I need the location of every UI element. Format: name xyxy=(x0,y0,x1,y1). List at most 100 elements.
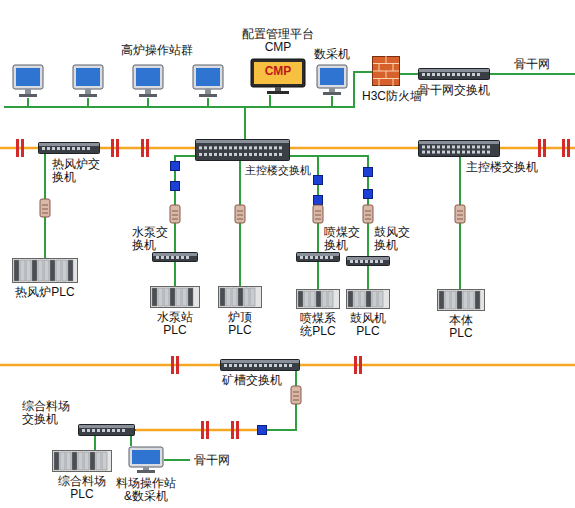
plc-module xyxy=(26,260,31,281)
network-link xyxy=(400,73,418,75)
plc-module xyxy=(372,291,377,307)
switch-port xyxy=(279,364,282,367)
monitor-screen xyxy=(76,68,100,86)
plc-module xyxy=(72,452,77,470)
device-label: 高炉操作站群 xyxy=(121,44,193,57)
device-icon xyxy=(296,289,340,309)
device-icon xyxy=(152,252,198,262)
fiber-connector xyxy=(562,139,565,157)
plc-module xyxy=(475,291,480,309)
plc-rack: 喷煤系统PLC xyxy=(296,289,340,309)
plc-module xyxy=(378,291,383,307)
device-icon xyxy=(218,286,262,308)
monitor-stand xyxy=(275,87,281,91)
switch-body xyxy=(79,425,135,436)
switch-port xyxy=(214,146,217,149)
switch-port xyxy=(482,145,485,148)
coil-winding xyxy=(237,211,243,219)
switch-port xyxy=(199,153,202,156)
plc-module xyxy=(354,291,359,307)
plc-chassis xyxy=(219,287,262,308)
switch-port xyxy=(477,151,480,154)
switch-top xyxy=(419,141,499,144)
switch-body xyxy=(196,140,290,161)
device-label: 喷煤交换机 xyxy=(324,226,362,252)
network-label: 骨干网 xyxy=(514,58,550,71)
switch-port xyxy=(380,260,383,263)
switch-port xyxy=(122,429,125,432)
switch-port xyxy=(467,73,470,76)
switch-port xyxy=(320,256,323,259)
switch-port xyxy=(239,146,242,149)
switch-port xyxy=(462,145,465,148)
switch-port xyxy=(92,429,95,432)
switch-port xyxy=(209,153,212,156)
device-icon xyxy=(8,64,234,98)
plc-module xyxy=(244,288,249,306)
network-switch: 骨干网交换机 xyxy=(418,68,490,80)
firewall-bricks xyxy=(373,56,399,86)
switch-top xyxy=(297,253,339,256)
switch-port xyxy=(229,364,232,367)
network-link xyxy=(245,96,332,139)
backbone-line xyxy=(164,459,190,461)
device-label: 喷煤系统PLC xyxy=(298,312,338,338)
switch-top xyxy=(419,69,489,72)
switch-port xyxy=(462,73,465,76)
switch-port xyxy=(264,146,267,149)
switch-port xyxy=(259,146,262,149)
device-icon xyxy=(150,286,200,308)
plc-module xyxy=(164,288,169,306)
core-switch: 主控楼交换机 xyxy=(195,139,290,161)
plc-rack: 炉顶PLC xyxy=(218,286,262,308)
monitor-frame xyxy=(317,65,347,88)
switch-port xyxy=(117,429,120,432)
monitor-frame xyxy=(193,65,223,89)
plc-module xyxy=(20,260,25,281)
switch-port xyxy=(234,146,237,149)
network-link xyxy=(317,262,319,289)
device-icon xyxy=(12,258,78,283)
switch-port xyxy=(477,145,480,148)
switch-body xyxy=(419,141,500,157)
fiber-connector xyxy=(567,139,570,157)
coil-winding xyxy=(315,211,321,219)
plc-module xyxy=(232,288,237,306)
coil-winding xyxy=(172,211,178,219)
coil-winding xyxy=(365,211,371,219)
plc-module xyxy=(328,291,333,307)
fiber-connector xyxy=(359,356,362,374)
plc-module xyxy=(310,291,315,307)
plc-module xyxy=(366,291,371,307)
plc-chassis xyxy=(53,451,112,472)
fiber-connector xyxy=(21,139,24,157)
switch-port xyxy=(284,364,287,367)
plc-module xyxy=(62,260,67,281)
network-link xyxy=(245,95,270,139)
switch-port xyxy=(274,364,277,367)
switch-body xyxy=(419,69,490,80)
switch-port xyxy=(437,151,440,154)
switch-port xyxy=(72,147,75,150)
switch-port xyxy=(472,73,475,76)
device-icon xyxy=(437,289,485,311)
monitor-base xyxy=(323,92,341,95)
plc-module xyxy=(250,288,255,306)
monitor-stand xyxy=(143,467,149,470)
monitor-screen xyxy=(320,68,344,85)
switch-port xyxy=(219,153,222,156)
switch-port xyxy=(432,73,435,76)
plc-rack: 热风炉PLC xyxy=(12,258,78,283)
switch-port xyxy=(82,429,85,432)
switch-port xyxy=(269,146,272,149)
switch-port xyxy=(350,260,353,263)
plc-module xyxy=(188,288,193,306)
plc-chassis xyxy=(151,287,200,308)
drop-line xyxy=(87,98,89,107)
monitor-base xyxy=(79,94,97,97)
monitor-base xyxy=(137,470,155,473)
switch-port xyxy=(472,151,475,154)
plc-module xyxy=(451,291,456,309)
device-icon xyxy=(296,252,340,262)
switch-body xyxy=(39,143,100,154)
